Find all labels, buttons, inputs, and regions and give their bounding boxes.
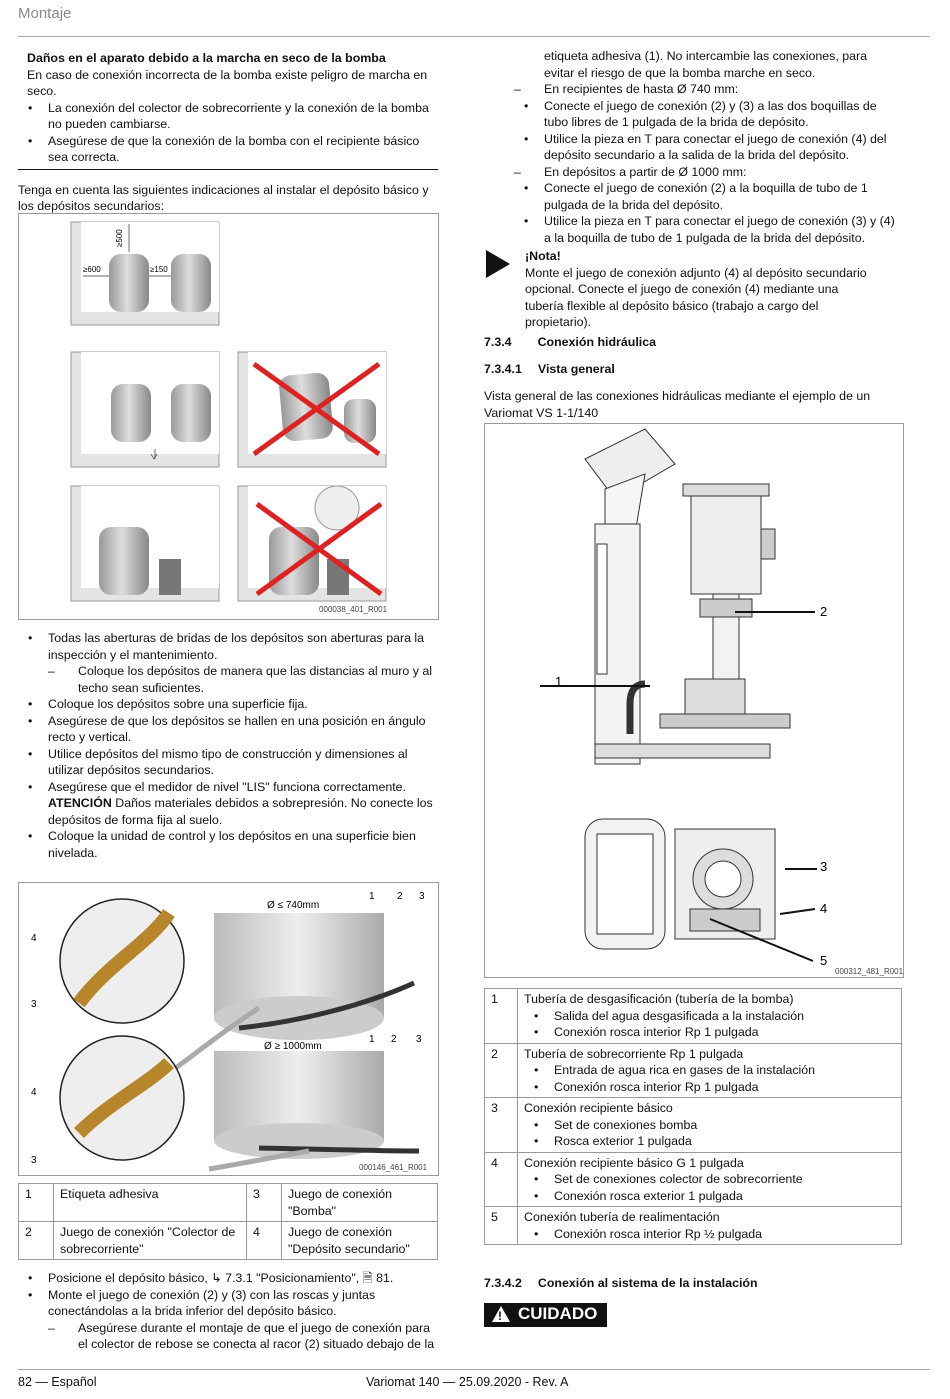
table-row: 1 Etiqueta adhesiva 3 Juego de conexión … — [18, 1183, 438, 1222]
warning-text: En caso de conexión incorrecta de la bom… — [27, 67, 428, 99]
installation-notes: Todas las aberturas de bridas de los dep… — [18, 630, 438, 861]
intro-text: Tenga en cuenta las siguientes indicacio… — [18, 182, 429, 214]
table-row: 1 Tubería de desgasificación (tubería de… — [484, 988, 902, 1044]
list-item: Coloque los depósitos sobre una superfic… — [18, 696, 438, 713]
mounting-steps: Posicione el depósito básico, ↳ 7.3.1 "P… — [18, 1270, 438, 1353]
callout-5: 5 — [820, 953, 827, 968]
right-column: etiqueta adhesiva (1). No intercambie la… — [484, 48, 900, 246]
warning-item: La conexión del colector de sobrecorrien… — [18, 100, 438, 133]
caution-label: CUIDADO — [518, 1304, 598, 1323]
legend-table: 1 Etiqueta adhesiva 3 Juego de conexión … — [18, 1183, 438, 1260]
callout-2: 2 — [397, 891, 403, 902]
callout-3: 3 — [419, 891, 425, 902]
list-item: En depósitos a partir de Ø 1000 mm: — [514, 164, 900, 181]
callout-3: 3 — [31, 999, 37, 1010]
note-box: ¡Nota! Monte el juego de conexión adjunt… — [525, 248, 870, 331]
callout-4: 4 — [31, 1087, 37, 1098]
table-row: 3 Conexión recipiente básico Set de cone… — [484, 1097, 902, 1153]
figure-tank-placement: ≥500 ≥600 ≥150 000038_401_R001 — [18, 213, 439, 620]
callout-3: 3 — [820, 859, 827, 874]
hydraulic-legend-table: 1 Tubería de desgasificación (tubería de… — [484, 988, 902, 1245]
header-divider — [18, 36, 930, 37]
list-item: Conecte el juego de conexión (2) y (3) a… — [514, 98, 900, 131]
list-item: Conecte el juego de conexión (2) a la bo… — [514, 180, 900, 213]
list-item: Asegúrese durante el montaje de que el j… — [48, 1320, 438, 1353]
section-header: Montaje — [18, 5, 72, 22]
callout-4: 4 — [820, 901, 827, 916]
atencion-text: Daños materiales debidos a sobrepresión.… — [48, 796, 433, 827]
callout-3: 3 — [31, 1155, 37, 1166]
callout-3: 3 — [416, 1034, 422, 1045]
hydraulic-overview-drawing: 1 2 3 4 5 000312_481_R001 — [540, 428, 904, 976]
footer-page: 82 — Español — [18, 1375, 97, 1389]
caution-banner: ! CUIDADO — [484, 1303, 608, 1327]
table-row: 5 Conexión tubería de realimentación Con… — [484, 1206, 902, 1245]
list-item: Utilice la pieza en T para conectar el j… — [514, 213, 900, 246]
note-arrow-icon — [486, 250, 510, 278]
warning-item: Asegúrese de que la conexión de la bomba… — [18, 133, 438, 166]
list-item: Coloque los depósitos de manera que las … — [48, 663, 438, 696]
footer-doc: Variomat 140 — 25.09.2020 - Rev. A — [366, 1375, 569, 1389]
list-item: Posicione el depósito básico, ↳ 7.3.1 "P… — [18, 1270, 438, 1287]
figure-code: 000312_481_R001 — [835, 967, 903, 976]
callout-4: 4 — [31, 933, 37, 944]
tank-placement-drawing: ≥500 ≥600 ≥150 000038_401_R001 — [70, 221, 388, 614]
table-row: 2 Juego de conexión "Colector de sobreco… — [18, 1221, 438, 1260]
callout-1: 1 — [555, 674, 562, 689]
callout-2: 2 — [391, 1034, 397, 1045]
list-item: En recipientes de hasta Ø 740 mm: — [514, 81, 900, 98]
connection-kits-drawing: Ø ≤ 740mm 1 2 3 4 3 Ø ≥ 1000mm 1 2 3 4 3… — [31, 891, 428, 1172]
figure-code: 000038_401_R001 — [319, 605, 388, 614]
note-text: Monte el juego de conexión adjunto (4) a… — [525, 265, 867, 330]
dim-right: ≥150 — [150, 265, 168, 274]
warning-title: Daños en el aparato debido a la marcha e… — [27, 51, 386, 65]
figure-code: 000146_461_R001 — [359, 1163, 428, 1172]
figure-connection-kits: Ø ≤ 740mm 1 2 3 4 3 Ø ≥ 1000mm 1 2 3 4 3… — [18, 882, 439, 1176]
callout-1: 1 — [369, 891, 375, 902]
dim-top: ≥500 — [115, 229, 124, 247]
atencion-label: ATENCIÓN — [48, 796, 112, 810]
continued-text: etiqueta adhesiva (1). No intercambie la… — [544, 49, 868, 80]
note-title: ¡Nota! — [525, 249, 561, 263]
left-column: Daños en el aparato debido a la marcha e… — [18, 50, 438, 215]
warning-triangle-icon: ! — [492, 1306, 510, 1323]
list-item: Monte el juego de conexión (2) y (3) con… — [18, 1287, 438, 1320]
dim-left: ≥600 — [83, 265, 101, 274]
callout-1: 1 — [369, 1034, 375, 1045]
table-row: 4 Conexión recipiente básico G 1 pulgada… — [484, 1151, 902, 1207]
diameter-large: Ø ≥ 1000mm — [264, 1041, 322, 1052]
warning-box: Daños en el aparato debido a la marcha e… — [18, 50, 438, 170]
overview-text: Vista general de las conexiones hidráuli… — [484, 389, 871, 420]
list-item: Asegúrese de que los depósitos se hallen… — [18, 713, 438, 746]
diameter-small: Ø ≤ 740mm — [267, 900, 319, 911]
footer-divider — [18, 1369, 930, 1370]
list-item: Todas las aberturas de bridas de los dep… — [18, 630, 438, 663]
list-item: Utilice la pieza en T para conectar el j… — [514, 131, 900, 164]
figure-hydraulic-overview: 1 2 3 4 5 000312_481_R001 — [484, 423, 904, 978]
list-item: Utilice depósitos del mismo tipo de cons… — [18, 746, 438, 779]
table-row: 2 Tubería de sobrecorriente Rp 1 pulgada… — [484, 1042, 902, 1098]
list-item: Coloque la unidad de control y los depós… — [18, 828, 438, 861]
callout-2: 2 — [820, 604, 827, 619]
list-item: Asegúrese que el medidor de nivel "LIS" … — [18, 779, 438, 829]
